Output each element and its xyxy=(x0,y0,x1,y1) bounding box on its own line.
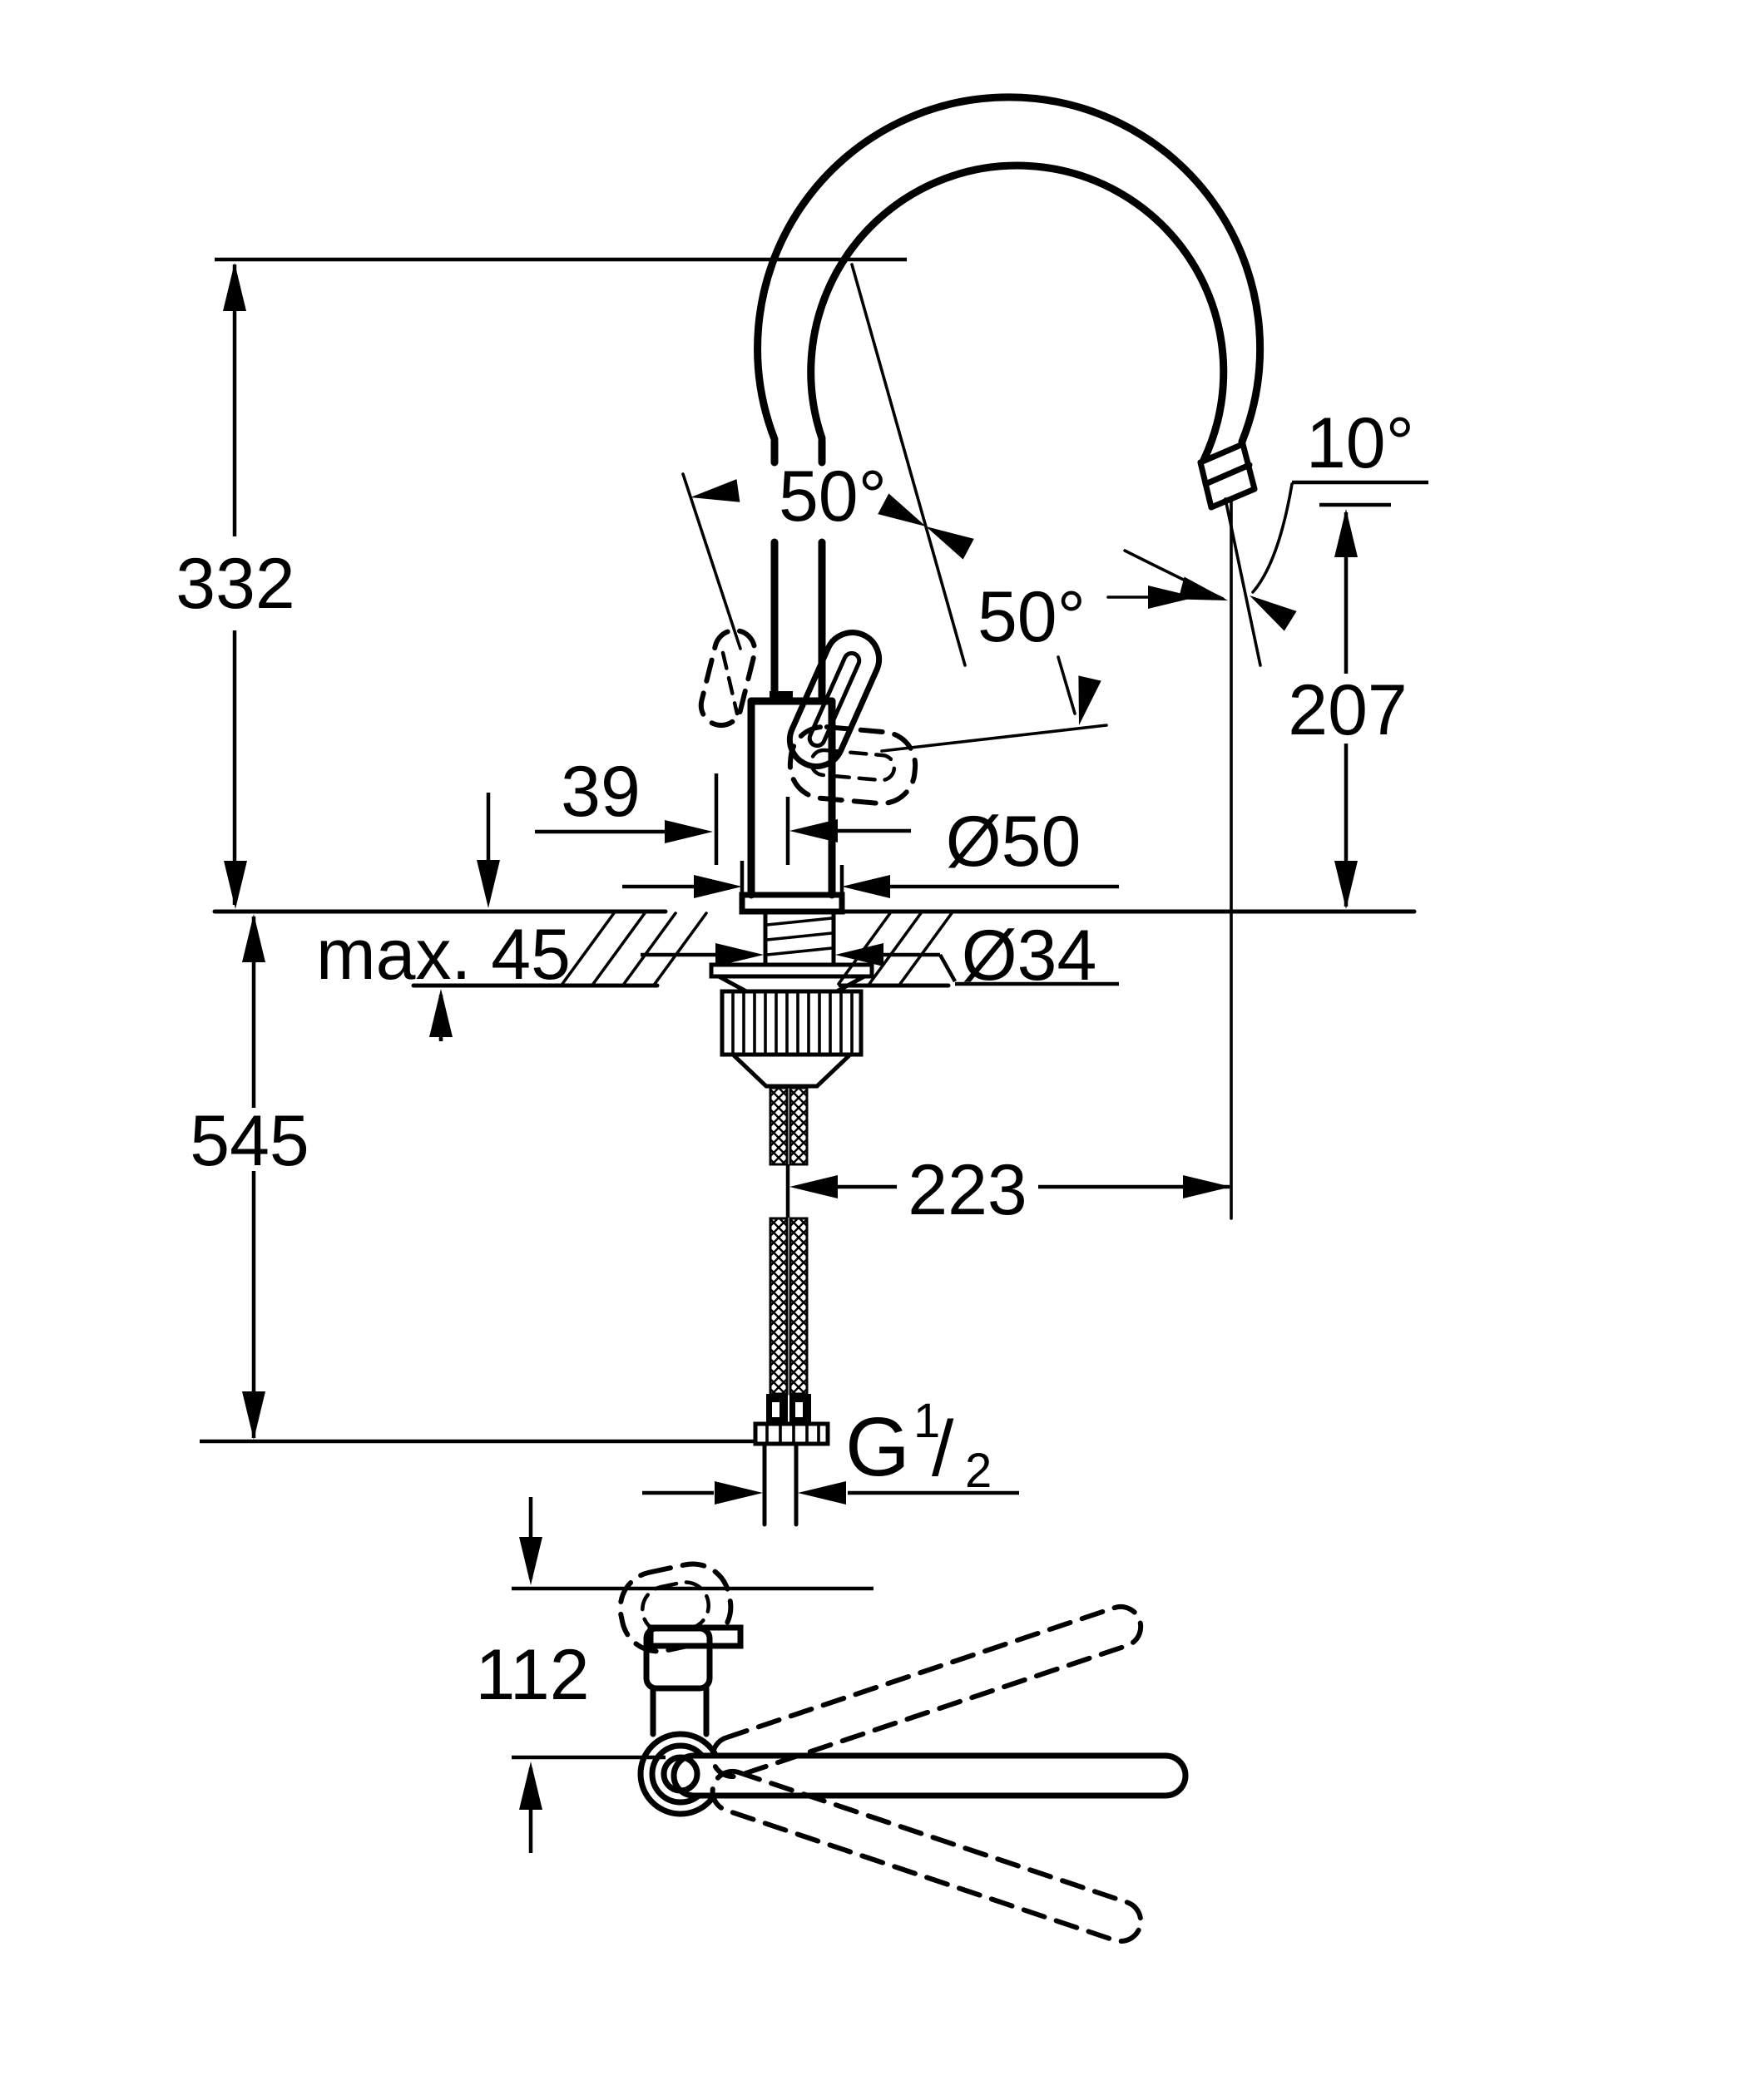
dim-max45: max. 45 xyxy=(316,793,571,1041)
dim-332: 332 xyxy=(176,263,295,909)
label-223: 223 xyxy=(908,1150,1027,1230)
spout-top-view-solid xyxy=(671,1752,1189,1799)
faucet-body xyxy=(739,691,845,915)
supply-hoses xyxy=(753,1086,830,1527)
label-d50: Ø50 xyxy=(946,802,1081,882)
angle-50-spout: 50° xyxy=(880,577,1196,753)
label-thread-slash: / xyxy=(932,1405,954,1493)
dim-545: 545 xyxy=(190,914,755,1444)
dim-207: 207 xyxy=(1288,502,1408,909)
label-50-spout: 50° xyxy=(977,577,1086,657)
label-max45: max. 45 xyxy=(316,915,571,995)
label-10: 10° xyxy=(1306,403,1414,483)
dim-d50: Ø50 xyxy=(622,802,1119,907)
handle-open-loop xyxy=(786,630,883,769)
washer xyxy=(709,962,874,979)
label-207: 207 xyxy=(1288,670,1408,750)
top-view: 112 xyxy=(475,1497,1189,1944)
top-view-body xyxy=(617,1561,744,1737)
mounting-nut xyxy=(720,989,864,1089)
angle-50-handle: 50° xyxy=(681,263,974,667)
spout-inner-arc xyxy=(807,161,1228,464)
spout-top-view-down xyxy=(710,1768,1144,1944)
label-112: 112 xyxy=(475,1635,589,1715)
counter-deck xyxy=(212,909,1417,988)
angle-10: 10° xyxy=(1123,403,1428,1220)
dim-223: 223 xyxy=(785,1150,1231,1230)
label-545: 545 xyxy=(190,1101,309,1181)
spout xyxy=(754,93,1265,705)
dim-112: 112 xyxy=(475,1497,590,1853)
handle-mid-dashed xyxy=(787,724,918,807)
spout-pivot-circle xyxy=(661,1754,700,1794)
label-d34: Ø34 xyxy=(962,916,1097,996)
label-332: 332 xyxy=(176,544,295,624)
label-thread-g: G xyxy=(845,1401,910,1494)
mounting-hardware xyxy=(709,909,874,1089)
spout-outer-arc xyxy=(754,93,1265,446)
label-39: 39 xyxy=(561,752,641,832)
aerator-tip xyxy=(1197,441,1258,511)
spout-top-view-up xyxy=(710,1603,1144,1780)
hose-fittings xyxy=(753,1394,830,1527)
dim-39: 39 xyxy=(535,752,911,865)
label-50-handle: 50° xyxy=(779,457,887,536)
side-view: 332 xyxy=(176,93,1428,1527)
dim-d34: Ø34 xyxy=(641,916,1119,996)
label-thread-den: 2 xyxy=(965,1444,992,1498)
handle-closed-dashed xyxy=(698,628,758,728)
body-top-view xyxy=(643,1625,713,1692)
dim-g12: G 1 / 2 xyxy=(642,1394,1019,1505)
label-thread-num: 1 xyxy=(913,1394,940,1448)
